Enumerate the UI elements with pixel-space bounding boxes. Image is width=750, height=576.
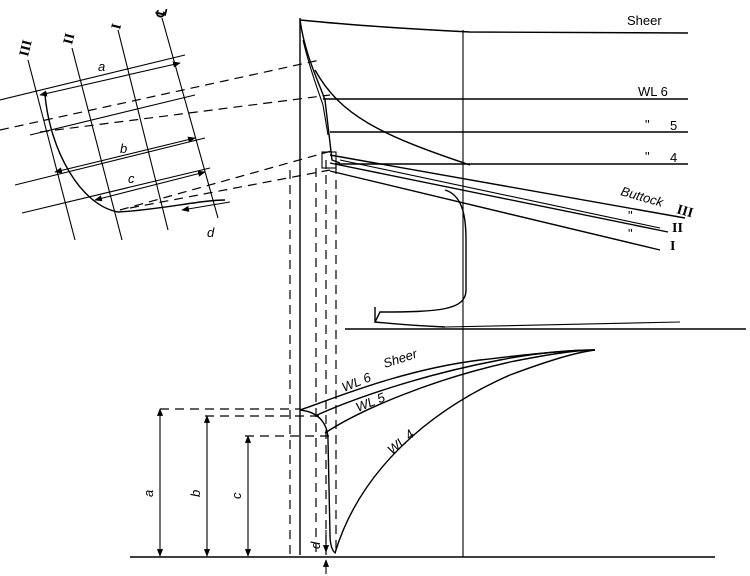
buttock-1-line: [329, 170, 661, 251]
plan-wl4-curve: [334, 349, 596, 554]
section-wl-d: [21, 167, 211, 214]
keel-line: [444, 321, 681, 328]
station-ii-label: II: [61, 32, 78, 46]
label-wl4-num: 4: [670, 150, 677, 165]
station-i-label: I: [109, 22, 125, 31]
plan-stem-outline: [299, 409, 337, 554]
label-sheer-plan: Sheer: [381, 346, 419, 371]
stem-inner: [302, 39, 329, 136]
plan-labels: Sheer WL 6 WL 5 WL 4 a b c d: [141, 346, 420, 549]
station-iii-label: III: [17, 39, 36, 59]
label-wl6-plan: WL 6: [340, 369, 374, 394]
sheer-line-profile: [299, 19, 689, 34]
plan-dim-b-label: b: [188, 490, 203, 497]
section-dim-b-line: [54, 136, 196, 174]
section-dim-b-label: b: [120, 141, 127, 156]
label-wl4-plan: WL 4: [384, 426, 417, 457]
label-wl5-num: 5: [670, 118, 677, 133]
section-hull-curve: [44, 94, 226, 213]
label-buttock-1-ditto: ": [628, 226, 633, 241]
label-sheer-top: Sheer: [627, 13, 662, 28]
buttock-3-line: [329, 154, 686, 219]
forefoot-outline: [373, 189, 467, 328]
section-dim-c-label: c: [128, 171, 135, 186]
centerline-line: [161, 17, 219, 219]
section-wl-a: [0, 54, 186, 101]
station-i-line: [117, 29, 169, 231]
stem-profile: [299, 19, 341, 164]
plan-wl6-curve: [314, 349, 596, 417]
plan-dim-c-label: c: [229, 492, 244, 499]
buttock-inner-line: [339, 159, 661, 229]
label-buttock: Buttock: [619, 183, 666, 210]
label-wl6-top: WL 6: [638, 84, 668, 99]
profile-view: [299, 18, 746, 557]
section-view: [0, 17, 336, 241]
label-buttock-2-ditto: ": [628, 208, 633, 223]
plan-view: [130, 160, 715, 574]
section-dim-d-label: d: [207, 225, 215, 240]
label-wl5-plan: WL 5: [354, 389, 388, 414]
buttock-2-line: [329, 162, 669, 233]
label-wl4-ditto: ": [645, 149, 650, 164]
profile-labels: Sheer WL 6 " 5 " 4 Buttock III " II " I: [619, 13, 695, 254]
station-iii-line: [27, 59, 76, 241]
section-wl-c: [14, 137, 206, 186]
label-buttock-3-num: III: [675, 202, 695, 221]
projection-line-a: [0, 59, 321, 131]
section-dim-c-line: [94, 170, 206, 202]
centerline-label: ℄: [154, 6, 171, 20]
plan-dim-d-label: d: [308, 541, 323, 549]
label-buttock-2-num: II: [672, 221, 683, 236]
section-dim-a-line: [39, 61, 181, 97]
projection-line-b: [39, 94, 331, 133]
label-buttock-1-num: I: [670, 239, 675, 254]
section-dim-d-line: [181, 201, 231, 212]
plan-wl5-curve: [324, 349, 596, 434]
projection-line-d: [129, 169, 331, 209]
plan-dim-a-label: a: [141, 490, 156, 497]
label-wl5-ditto: ": [645, 117, 650, 132]
section-wl-b: [29, 94, 196, 136]
projection-line-c: [119, 149, 336, 211]
deck-curve: [314, 69, 471, 166]
section-dim-a-label: a: [98, 59, 105, 74]
